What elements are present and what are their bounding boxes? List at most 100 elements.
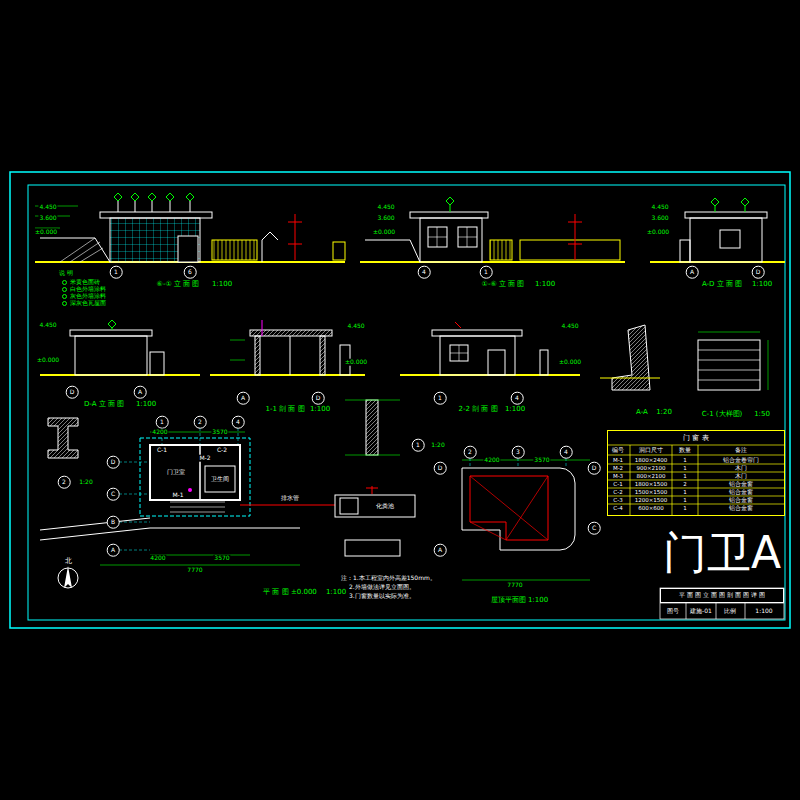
annotation-label: ①-⑥ 立 面 图 bbox=[481, 281, 526, 289]
axis-bubble: 2 bbox=[194, 416, 207, 429]
annotation-label: 3570 bbox=[533, 457, 550, 464]
axis-bubble: 1 bbox=[110, 266, 123, 279]
axis-bubble: 2 bbox=[464, 446, 477, 459]
annotation-label: 1:100 bbox=[325, 589, 347, 597]
table-title: 门 窗 表 bbox=[611, 433, 781, 443]
annotation-label: 洞口尺寸 bbox=[638, 447, 664, 454]
axis-bubble: A bbox=[686, 266, 699, 279]
annotation-label: 铝合金窗 bbox=[728, 481, 754, 487]
legend-symbol bbox=[62, 287, 67, 292]
axis-bubble: A bbox=[134, 386, 147, 399]
annotation-label: ±0.000 bbox=[646, 229, 670, 236]
annotation-label: 排水管 bbox=[280, 495, 300, 502]
axis-bubble: 4 bbox=[232, 416, 245, 429]
annotation-label: 4.450 bbox=[560, 323, 579, 330]
schedule-table: 门 窗 表 bbox=[607, 430, 785, 516]
axis-bubble: D bbox=[588, 462, 601, 475]
annotation-label: 1:20 bbox=[655, 409, 673, 417]
annotation-label: C-2 bbox=[216, 447, 228, 454]
annotation-label: 注：1.本工程室内外高差150mm。 bbox=[340, 575, 437, 582]
table-title: 平 面 图 立 面 图 剖 面 图 详 图 bbox=[664, 591, 780, 600]
axis-bubble: D bbox=[752, 266, 765, 279]
annotation-label: 建施-01 bbox=[689, 608, 713, 615]
annotation-label: 木门 bbox=[734, 473, 748, 479]
annotation-label: A-A bbox=[635, 409, 649, 417]
annotation-label: 数量 bbox=[678, 447, 692, 454]
annotation-label: 1:100 bbox=[534, 281, 556, 289]
annotation-label: 3.600 bbox=[38, 215, 57, 222]
axis-bubble: A bbox=[434, 544, 447, 557]
annotation-label: 900×2100 bbox=[635, 465, 666, 471]
annotation-label: 门卫室 bbox=[166, 469, 186, 476]
annotation-label: C-1 bbox=[156, 447, 168, 454]
annotation-label: 2.外墙做法详见立面图。 bbox=[348, 584, 416, 591]
annotation-label: M-1 bbox=[612, 457, 624, 463]
axis-bubble: D bbox=[312, 392, 325, 405]
annotation-label: 4.450 bbox=[38, 204, 57, 211]
annotation-label: 说 明 bbox=[58, 270, 74, 277]
annotation-label: 1 bbox=[682, 457, 688, 463]
annotation-label: ±0.000 bbox=[36, 357, 60, 364]
annotation-label: 600×600 bbox=[637, 505, 665, 511]
annotation-label: 铝合金窗 bbox=[728, 497, 754, 503]
axis-bubble: C bbox=[107, 488, 120, 501]
drawing-name: 门卫A bbox=[662, 529, 782, 577]
annotation-label: M-3 bbox=[612, 473, 624, 479]
legend-text: 白色外墙涂料 bbox=[69, 286, 107, 292]
annotation-label: C-4 bbox=[612, 505, 623, 511]
annotation-label: 化粪池 bbox=[375, 503, 395, 510]
annotation-label: 1500×1500 bbox=[634, 489, 669, 495]
annotation-label: M-2 bbox=[612, 465, 624, 471]
annotation-label: 4.450 bbox=[38, 322, 57, 329]
annotation-label: 4200 bbox=[483, 457, 500, 464]
axis-bubble: 4 bbox=[418, 266, 431, 279]
annotation-label: 屋顶平面图 bbox=[490, 597, 527, 605]
annotation-label: 3.门窗数量以实际为准。 bbox=[348, 593, 416, 600]
annotation-label: 3.600 bbox=[650, 215, 669, 222]
annotation-label: 比例 bbox=[723, 608, 737, 615]
annotation-label: 3570 bbox=[211, 429, 228, 436]
annotation-label: 平 面 图 ±0.000 bbox=[262, 589, 318, 597]
annotation-label: 2 bbox=[682, 481, 688, 487]
annotation-label: 1:100 bbox=[754, 608, 773, 615]
annotation-label: 4.450 bbox=[650, 204, 669, 211]
annotation-label: 3.600 bbox=[376, 215, 395, 222]
annotation-label: 4200 bbox=[151, 429, 168, 436]
legend-symbol bbox=[62, 280, 67, 285]
annotation-label: 编号 bbox=[611, 447, 625, 454]
axis-bubble: 1 bbox=[434, 392, 447, 405]
legend-symbol bbox=[62, 301, 67, 306]
annotation-label: C-1 bbox=[612, 481, 623, 487]
annotation-label: 4200 bbox=[149, 555, 166, 562]
annotation-label: ±0.000 bbox=[372, 229, 396, 236]
annotation-label: 1 bbox=[682, 497, 688, 503]
annotation-label: C-3 bbox=[612, 497, 623, 503]
annotation-label: 铝合金窗 bbox=[728, 489, 754, 495]
annotation-label: 800×2100 bbox=[635, 473, 666, 479]
annotation-label: 备注 bbox=[734, 447, 748, 454]
axis-bubble: 2 bbox=[58, 476, 71, 489]
annotation-label: 1:50 bbox=[753, 411, 771, 419]
title-block: 平 面 图 立 面 图 剖 面 图 详 图 bbox=[660, 588, 784, 603]
annotation-label: 1800×1500 bbox=[634, 481, 669, 487]
annotation-label: 3570 bbox=[213, 555, 230, 562]
legend-text: 深灰色瓦屋面 bbox=[69, 300, 107, 306]
axis-bubble: D bbox=[434, 462, 447, 475]
annotation-label: ±0.000 bbox=[558, 359, 582, 366]
annotation-label: 7770 bbox=[186, 567, 203, 574]
axis-bubble: 4 bbox=[560, 446, 573, 459]
axis-bubble: D bbox=[107, 456, 120, 469]
annotation-label: 1:100 bbox=[527, 597, 549, 605]
annotation-label: 2-2 剖 面 图 bbox=[457, 406, 498, 414]
axis-bubble: 6 bbox=[184, 266, 197, 279]
annotation-label: 7770 bbox=[506, 582, 523, 589]
annotation-label: 1:100 bbox=[135, 401, 157, 409]
axis-bubble: 3 bbox=[512, 446, 525, 459]
annotation-label: 4.450 bbox=[376, 204, 395, 211]
annotation-label: ±0.000 bbox=[344, 359, 368, 366]
annotation-label: A-D 立 面 图 bbox=[701, 281, 743, 289]
axis-bubble: D bbox=[66, 386, 79, 399]
annotation-label: 1:100 bbox=[504, 406, 526, 414]
annotation-label: 北 bbox=[64, 558, 73, 566]
